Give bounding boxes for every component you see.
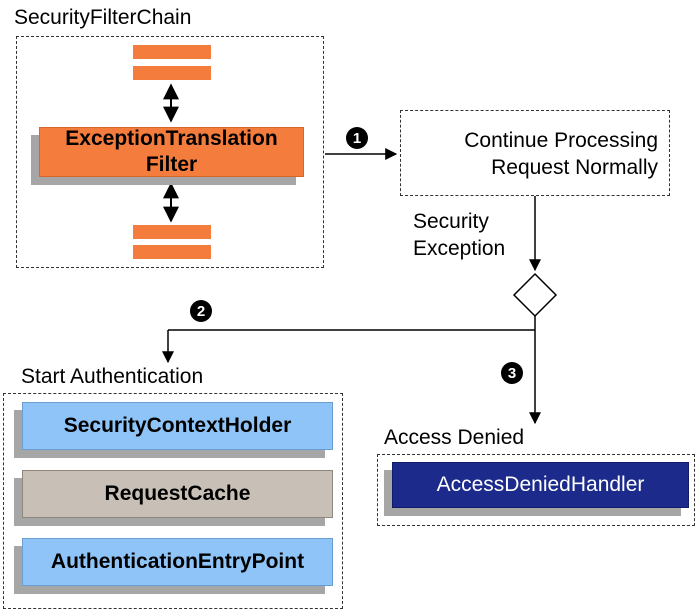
authentication-entry-point: AuthenticationEntryPoint: [22, 538, 333, 586]
step-3-badge: 3: [501, 362, 523, 384]
filter-bar: [133, 245, 211, 259]
filter-bar: [133, 45, 211, 59]
decision-diamond: [512, 272, 558, 318]
security-filter-chain-container: [16, 36, 324, 268]
security-filter-chain-title: SecurityFilterChain: [14, 6, 192, 29]
filter-bar: [133, 225, 211, 239]
step-2-badge: 2: [190, 300, 212, 322]
access-denied-container: [377, 454, 695, 526]
access-denied-handler: AccessDeniedHandler: [392, 462, 689, 508]
step-1-badge: 1: [346, 127, 368, 149]
exception-filter-label-line2: Filter: [145, 153, 198, 176]
start-authentication-title: Start Authentication: [21, 365, 204, 388]
access-denied-title: Access Denied: [384, 426, 525, 449]
exception-translation-filter: ExceptionTranslation Filter: [39, 127, 304, 177]
continue-processing-line2: Request Normally: [491, 156, 658, 179]
filter-bar: [133, 66, 211, 80]
start-authentication-container: [3, 393, 343, 609]
security-context-holder: SecurityContextHolder: [22, 402, 333, 450]
security-exception-line2: Exception: [413, 237, 506, 260]
request-cache: RequestCache: [22, 470, 333, 518]
continue-processing-box: [400, 110, 670, 196]
continue-processing-line1: Continue Processing: [464, 129, 658, 152]
security-exception-line1: Security: [413, 210, 489, 233]
exception-filter-label-line1: ExceptionTranslation: [65, 127, 278, 150]
